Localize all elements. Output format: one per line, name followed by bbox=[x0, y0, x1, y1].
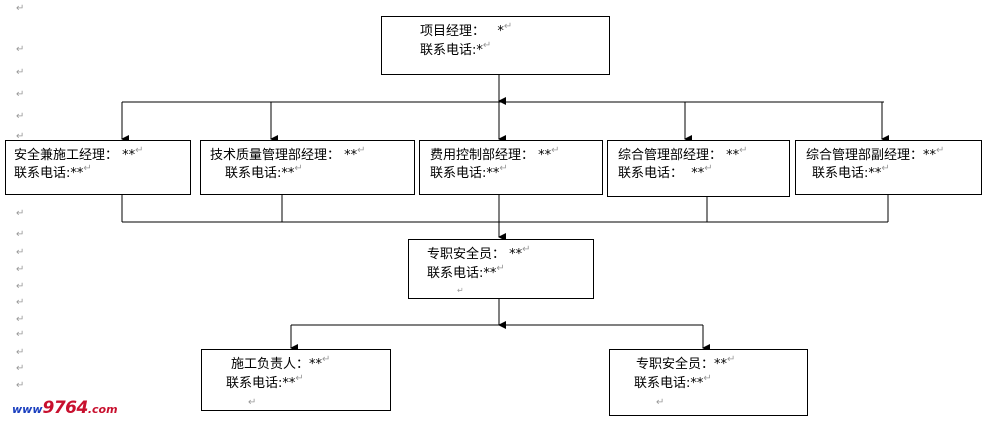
phone-label: 联系电话: bbox=[420, 43, 477, 58]
phone-label: 联系电话: bbox=[427, 266, 484, 281]
paragraph-mark: ↵ bbox=[522, 244, 531, 255]
paragraph-mark: ↵ bbox=[16, 347, 25, 358]
paragraph-mark: ↵ bbox=[482, 40, 492, 51]
node-value: ** bbox=[538, 148, 552, 163]
phone-value: ** bbox=[690, 376, 704, 391]
paragraph-mark: ↵ bbox=[16, 67, 25, 78]
paragraph-mark: ↵ bbox=[16, 111, 25, 122]
node-title: 安全兼施工经理： bbox=[14, 148, 119, 163]
paragraph-mark: ↵ bbox=[16, 89, 25, 100]
paragraph-mark: ↵ bbox=[16, 297, 25, 308]
site-watermark-logo: www9764.com bbox=[12, 398, 118, 418]
paragraph-mark: ↵ bbox=[16, 329, 25, 340]
phone-label: 联系电话： bbox=[618, 166, 684, 181]
node-value: ** bbox=[726, 148, 740, 163]
node-general-mgmt-manager: 综合管理部经理： **↵ 联系电话： **↵ bbox=[607, 140, 790, 197]
node-cost-control-manager: 费用控制部经理： **↵ 联系电话:**↵ bbox=[419, 140, 603, 195]
paragraph-mark: ↵ bbox=[16, 44, 25, 55]
paragraph-mark: ↵ bbox=[503, 21, 513, 32]
watermark-prefix: www bbox=[12, 403, 43, 416]
node-value: ** bbox=[309, 357, 323, 372]
phone-label: 联系电话: bbox=[14, 166, 71, 181]
paragraph-mark: ↵ bbox=[656, 397, 665, 408]
node-tech-quality-manager: 技术质量管理部经理： **↵ 联系电话:**↵ bbox=[200, 140, 415, 195]
phone-label: 联系电话: bbox=[812, 166, 869, 181]
paragraph-mark: ↵ bbox=[16, 363, 25, 374]
paragraph-mark: ↵ bbox=[739, 145, 748, 156]
node-title: 综合管理部经理： bbox=[618, 148, 723, 163]
phone-label: 联系电话: bbox=[634, 376, 691, 391]
paragraph-mark: ↵ bbox=[16, 314, 25, 325]
phone-value: ** bbox=[282, 376, 296, 391]
node-title: 专职安全员： bbox=[427, 247, 506, 262]
paragraph-mark: ↵ bbox=[16, 131, 25, 142]
node-construction-lead: 施工负责人：**↵ 联系电话:**↵ ↵ bbox=[201, 349, 391, 411]
paragraph-mark: ↵ bbox=[83, 163, 92, 174]
node-title: 技术质量管理部经理： bbox=[210, 148, 341, 163]
paragraph-mark: ↵ bbox=[294, 163, 303, 174]
node-value: * bbox=[497, 24, 504, 39]
paragraph-mark: ↵ bbox=[16, 208, 25, 219]
node-safety-construction-manager: 安全兼施工经理： **↵ 联系电话:**↵ bbox=[5, 140, 191, 195]
paragraph-mark: ↵ bbox=[499, 163, 508, 174]
paragraph-mark: ↵ bbox=[727, 354, 736, 365]
node-project-manager: 项目经理： *↵ 联系电话:*↵ bbox=[381, 16, 610, 75]
node-title: 项目经理： bbox=[420, 24, 486, 39]
watermark-number: 9764 bbox=[42, 398, 89, 418]
node-value: ** bbox=[122, 148, 136, 163]
paragraph-mark: ↵ bbox=[357, 145, 366, 156]
phone-label: 联系电话: bbox=[225, 166, 282, 181]
node-safety-officer: 专职安全员： **↵ 联系电话:**↵ bbox=[408, 239, 594, 299]
phone-value: ** bbox=[868, 166, 882, 181]
phone-value: * bbox=[476, 43, 483, 58]
watermark-suffix: .com bbox=[87, 403, 118, 416]
paragraph-mark: ↵ bbox=[16, 247, 25, 258]
paragraph-mark: ↵ bbox=[135, 145, 144, 156]
node-value: ** bbox=[714, 357, 728, 372]
paragraph-mark: ↵ bbox=[16, 3, 25, 14]
phone-value: ** bbox=[281, 166, 295, 181]
paragraph-mark: ↵ bbox=[703, 373, 712, 384]
node-safety-officer-2: 专职安全员：**↵ 联系电话:**↵ ↵ bbox=[609, 349, 808, 416]
node-title: 施工负责人： bbox=[231, 357, 310, 372]
phone-value: ** bbox=[486, 166, 500, 181]
paragraph-mark: ↵ bbox=[248, 397, 257, 408]
paragraph-mark: ↵ bbox=[551, 145, 560, 156]
paragraph-mark: ↵ bbox=[16, 264, 25, 275]
paragraph-mark: ↵ bbox=[457, 286, 464, 295]
paragraph-mark: ↵ bbox=[16, 229, 25, 240]
paragraph-mark: ↵ bbox=[16, 380, 25, 391]
paragraph-mark: ↵ bbox=[295, 373, 304, 384]
paragraph-mark: ↵ bbox=[16, 281, 25, 292]
paragraph-mark: ↵ bbox=[936, 145, 945, 156]
phone-value: ** bbox=[70, 166, 84, 181]
node-title: 专职安全员： bbox=[636, 357, 715, 372]
node-value: ** bbox=[344, 148, 358, 163]
paragraph-mark: ↵ bbox=[322, 354, 331, 365]
phone-value: ** bbox=[483, 266, 497, 281]
paragraph-mark: ↵ bbox=[881, 163, 890, 174]
node-title: 综合管理部副经理： bbox=[806, 148, 924, 163]
paragraph-mark: ↵ bbox=[496, 263, 505, 274]
phone-label: 联系电话: bbox=[226, 376, 283, 391]
node-general-mgmt-deputy-manager: 综合管理部副经理：**↵ 联系电话:**↵ bbox=[795, 140, 982, 195]
node-value: ** bbox=[509, 247, 523, 262]
paragraph-mark: ↵ bbox=[704, 163, 713, 174]
node-value: ** bbox=[923, 148, 937, 163]
node-title: 费用控制部经理： bbox=[430, 148, 535, 163]
phone-label: 联系电话: bbox=[430, 166, 487, 181]
phone-value: ** bbox=[691, 166, 705, 181]
